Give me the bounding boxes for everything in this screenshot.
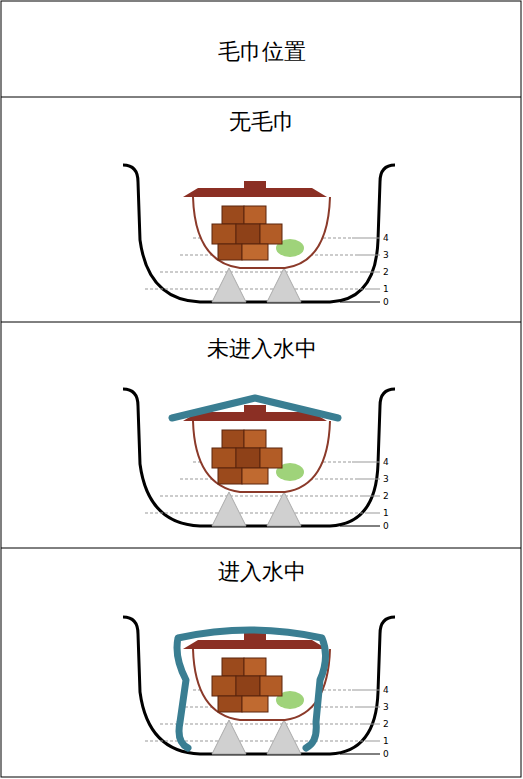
water-level-number: 0 <box>383 750 389 759</box>
water-level-number: 3 <box>383 251 389 260</box>
row-heading: 进入水中 <box>218 561 306 583</box>
water-level-number: 0 <box>383 298 389 307</box>
water-level-number: 0 <box>383 522 389 531</box>
water-level-number: 2 <box>383 720 389 729</box>
row-heading: 无毛巾 <box>229 111 295 133</box>
row-heading: 未进入水中 <box>207 338 317 360</box>
water-level-number: 3 <box>383 703 389 712</box>
water-level-number: 1 <box>383 737 389 746</box>
water-level-number: 2 <box>383 268 389 277</box>
water-level-number: 3 <box>383 475 389 484</box>
water-level-number: 1 <box>383 509 389 518</box>
water-level-number: 4 <box>383 686 389 695</box>
water-level-number: 4 <box>383 234 389 243</box>
water-level-number: 4 <box>383 458 389 467</box>
table-header: 毛巾位置 <box>218 41 306 63</box>
water-level-number: 2 <box>383 492 389 501</box>
water-level-number: 1 <box>383 285 389 294</box>
